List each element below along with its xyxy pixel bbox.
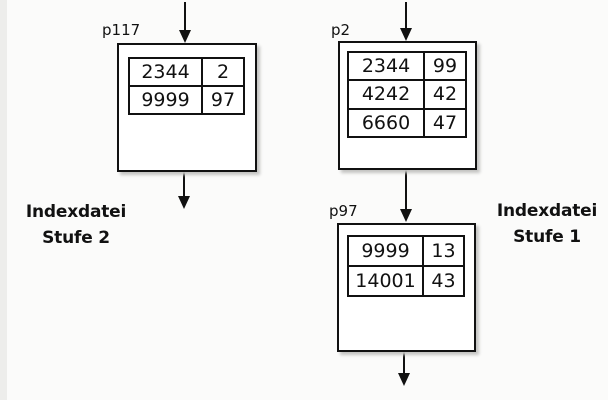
table-row: 2344 2 [128,57,245,87]
key-cell: 14001 [347,265,424,297]
node-table-p117: 2344 2 9999 97 [128,57,245,115]
table-row: 2344 99 [347,50,467,82]
key-cell: 9999 [128,85,203,115]
table-row: 6660 47 [347,107,467,139]
arrow-head-icon [398,373,410,386]
arrow-line [405,170,407,210]
arrow-out-of-p97 [398,352,410,386]
pointer-cell: 2 [201,57,245,87]
page-edge-strip [0,0,7,400]
arrow-p2-to-p97 [400,170,412,222]
node-label-p97: p97 [329,202,358,220]
arrow-line [183,172,185,197]
pointer-cell: 97 [201,85,245,115]
key-cell: 4242 [347,79,425,110]
arrow-head-icon [178,196,190,209]
arrow-line [184,2,186,31]
caption-indexdatei-stufe-1: Indexdatei Stufe 1 [491,198,603,250]
caption-line-1: Indexdatei [25,202,127,222]
arrow-head-icon [400,209,412,222]
node-table-p97: 9999 13 14001 43 [347,235,465,297]
caption-line-2: Stufe 2 [42,228,110,248]
caption-line-2: Stufe 1 [513,227,581,247]
key-cell: 9999 [347,235,424,267]
key-cell: 2344 [128,57,203,87]
pointer-cell: 47 [423,107,467,139]
arrow-into-p2 [400,2,412,41]
table-row: 14001 43 [347,265,465,297]
table-row: 4242 42 [347,79,467,110]
node-label-p2: p2 [331,21,351,39]
pointer-cell: 99 [423,50,467,82]
arrow-line [405,2,407,29]
pointer-cell: 42 [423,79,467,110]
table-row: 9999 97 [128,85,245,115]
node-label-p117: p117 [102,21,141,39]
arrow-out-of-p117 [178,172,190,209]
caption-line-1: Indexdatei [496,201,598,221]
arrow-head-icon [400,28,412,41]
key-cell: 2344 [347,50,425,82]
pointer-cell: 13 [422,235,465,267]
node-table-p2: 2344 99 4242 42 6660 47 [347,50,467,139]
pointer-cell: 43 [422,265,465,297]
arrow-line [403,352,405,374]
table-row: 9999 13 [347,235,465,267]
arrow-into-p117 [179,2,191,43]
arrow-head-icon [179,30,191,43]
key-cell: 6660 [347,107,425,139]
caption-indexdatei-stufe-2: Indexdatei Stufe 2 [20,199,132,251]
